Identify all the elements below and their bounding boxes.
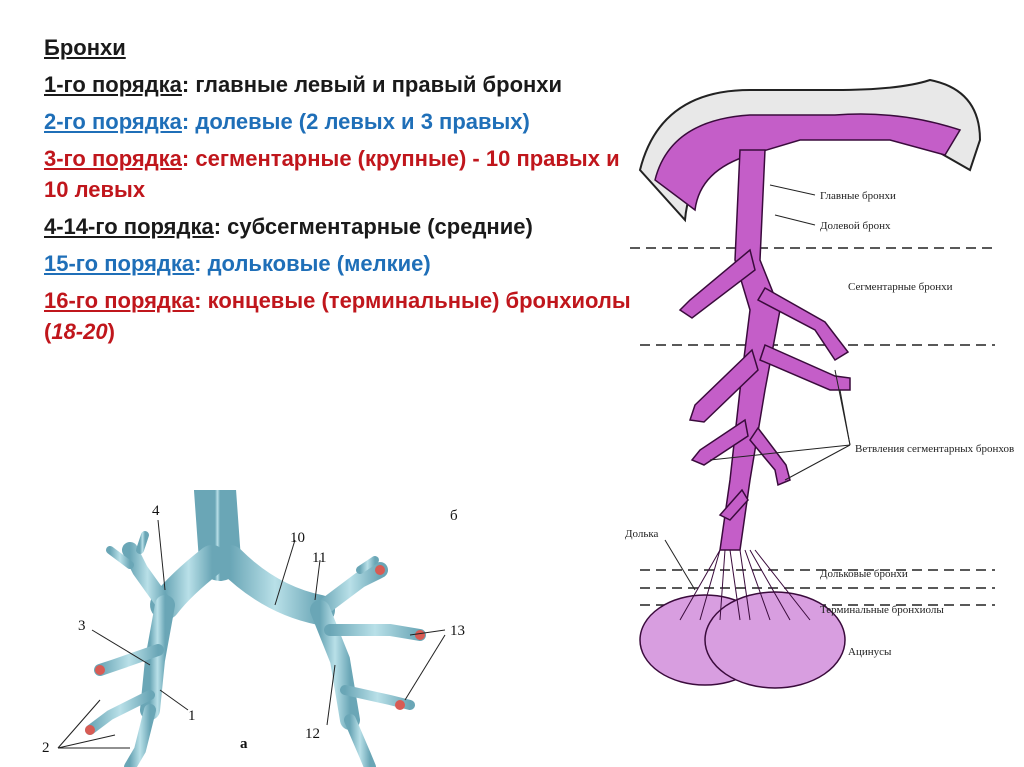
num-13: 13 — [450, 623, 465, 639]
acini-cluster — [640, 550, 845, 688]
order-1: 1-го порядка: главные левый и правый бро… — [44, 69, 634, 100]
segmental-tree — [680, 150, 850, 550]
panel-a-label: а — [240, 736, 248, 752]
bronchial-tree-illustration: 4 10 11 3 13 1 12 2 а б — [30, 490, 500, 767]
order-2: 2-го порядка: долевые (2 левых и 3 правы… — [44, 106, 634, 137]
label-acini: Ацинусы — [848, 646, 892, 658]
order-3-label: 3-го порядка — [44, 146, 182, 171]
num-1: 1 — [188, 708, 196, 724]
bronchi-orders-text: Бронхи 1-го порядка: главные левый и пра… — [44, 32, 634, 353]
num-12: 12 — [305, 726, 320, 742]
order-4-14-label: 4-14-го порядка — [44, 214, 214, 239]
num-4: 4 — [152, 503, 160, 519]
label-terminal-bronchioles: Терминальные бронхиолы — [820, 604, 944, 616]
label-lobule: Долька — [625, 528, 659, 540]
label-segmental-bronchi: Сегментарные бронхи — [848, 281, 953, 293]
order-4-14-desc: : субсегментарные (средние) — [214, 214, 533, 239]
num-2: 2 — [42, 740, 50, 756]
order-16-count: 18-20 — [51, 319, 107, 344]
panel-b-label: б — [450, 508, 458, 524]
label-lobular-bronchi: Дольковые бронхи — [820, 568, 908, 580]
bronchi-tubes — [90, 490, 420, 767]
label-segmental-branching: Ветвления сегментарных бронхов — [855, 443, 1014, 455]
order-15-label: 15-го порядка — [44, 251, 194, 276]
num-3: 3 — [78, 618, 86, 634]
num-11: 11 — [312, 550, 326, 566]
order-4-14: 4-14-го порядка: субсегментарные (средни… — [44, 211, 634, 242]
bronchial-branching-diagram: Главные бронхи Долевой бронх Сегментарны… — [600, 60, 1020, 710]
order-16-label: 16-го порядка — [44, 288, 194, 313]
page-title: Бронхи — [44, 32, 634, 63]
label-lobar-bronchus: Долевой бронх — [820, 220, 891, 232]
order-1-desc: : главные левый и правый бронхи — [182, 72, 562, 97]
order-2-desc: : долевые (2 левых и 3 правых) — [182, 109, 530, 134]
main-bronchi — [640, 80, 980, 220]
order-1-label: 1-го порядка — [44, 72, 182, 97]
order-15: 15-го порядка: дольковые (мелкие) — [44, 248, 634, 279]
order-2-label: 2-го порядка — [44, 109, 182, 134]
order-16: 16-го порядка: концевые (терминальные) б… — [44, 285, 634, 347]
label-main-bronchi: Главные бронхи — [820, 190, 896, 202]
order-15-desc: : дольковые (мелкие) — [194, 251, 431, 276]
order-16-desc-end: ) — [108, 319, 115, 344]
order-3: 3-го порядка: сегментарные (крупные) - 1… — [44, 143, 634, 205]
num-10: 10 — [290, 530, 305, 546]
level-dashed-lines — [630, 248, 995, 605]
